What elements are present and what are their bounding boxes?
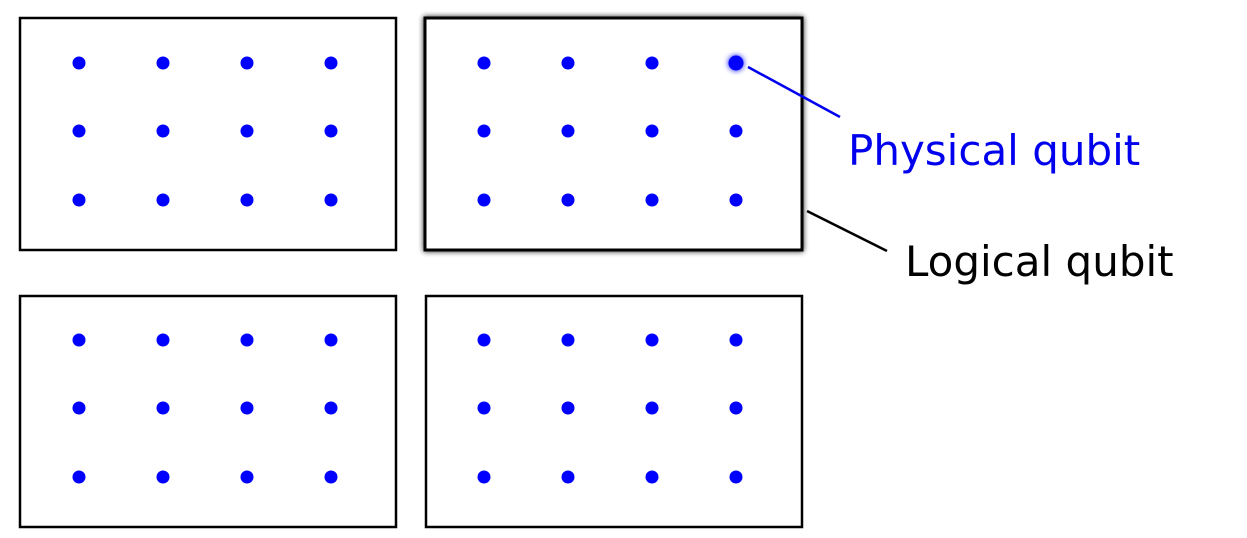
physical-qubit-dot [729, 333, 743, 347]
physical-qubit-dot [477, 193, 491, 207]
physical-qubit-dot [477, 124, 491, 138]
physical-qubit-dot [561, 333, 575, 347]
physical-qubit-dot [561, 401, 575, 415]
logical-qubit-block-top-right [423, 16, 804, 252]
physical-qubit-dot [645, 470, 659, 484]
physical-qubit-dot [645, 56, 659, 70]
physical-qubit-dot [477, 470, 491, 484]
physical-qubit-highlighted [728, 55, 744, 71]
physical-qubit-dot [324, 193, 338, 207]
physical-qubit-dot [477, 56, 491, 70]
physical-qubit-dot [561, 470, 575, 484]
physical-qubit-dot [729, 193, 743, 207]
physical-qubit-dot [240, 193, 254, 207]
physical-qubit-dot [324, 333, 338, 347]
physical-qubit-dot [72, 470, 86, 484]
physical-qubit-dot [156, 401, 170, 415]
physical-qubit-dot [72, 193, 86, 207]
physical-qubit-dot [72, 124, 86, 138]
physical-qubit-dot [240, 56, 254, 70]
physical-qubit-dot [729, 401, 743, 415]
physical-qubit-dot [477, 333, 491, 347]
logical-qubit-label: Logical qubit [905, 237, 1174, 286]
physical-qubit-dot [72, 56, 86, 70]
logical-qubit-block-bottom-left [18, 294, 398, 529]
logical-qubit-blocks [18, 16, 804, 529]
physical-qubit-dot [240, 470, 254, 484]
physical-qubit-dot [324, 470, 338, 484]
physical-qubit-leader-line [747, 65, 841, 119]
physical-qubit-dot [156, 56, 170, 70]
physical-qubit-dot [72, 333, 86, 347]
physical-qubit-dot [645, 193, 659, 207]
physical-qubit-dot [156, 193, 170, 207]
callouts: Physical qubit Logical qubit [747, 65, 1174, 286]
physical-qubit-dot [72, 401, 86, 415]
physical-qubit-dot [645, 333, 659, 347]
physical-qubit-dot [729, 124, 743, 138]
physical-qubit-dot [324, 124, 338, 138]
logical-qubit-leader-line [806, 209, 888, 253]
physical-qubit-dot [156, 470, 170, 484]
physical-qubit-dot [240, 401, 254, 415]
physical-qubit-dot [324, 401, 338, 415]
physical-qubit-dot [240, 124, 254, 138]
physical-qubit-dot [645, 124, 659, 138]
physical-qubit-dot [561, 56, 575, 70]
physical-qubit-dot [561, 193, 575, 207]
physical-qubit-dot [645, 401, 659, 415]
physical-qubit-dot [561, 124, 575, 138]
physical-qubit-dot [477, 401, 491, 415]
physical-qubit-dot [729, 470, 743, 484]
physical-qubit-dot [240, 333, 254, 347]
logical-qubit-block-top-left [18, 16, 398, 252]
physical-qubit-dot [324, 56, 338, 70]
logical-qubit-block-bottom-right [424, 294, 804, 529]
physical-qubit-label: Physical qubit [848, 126, 1140, 175]
physical-qubit-dot [156, 124, 170, 138]
physical-qubit-dot [156, 333, 170, 347]
